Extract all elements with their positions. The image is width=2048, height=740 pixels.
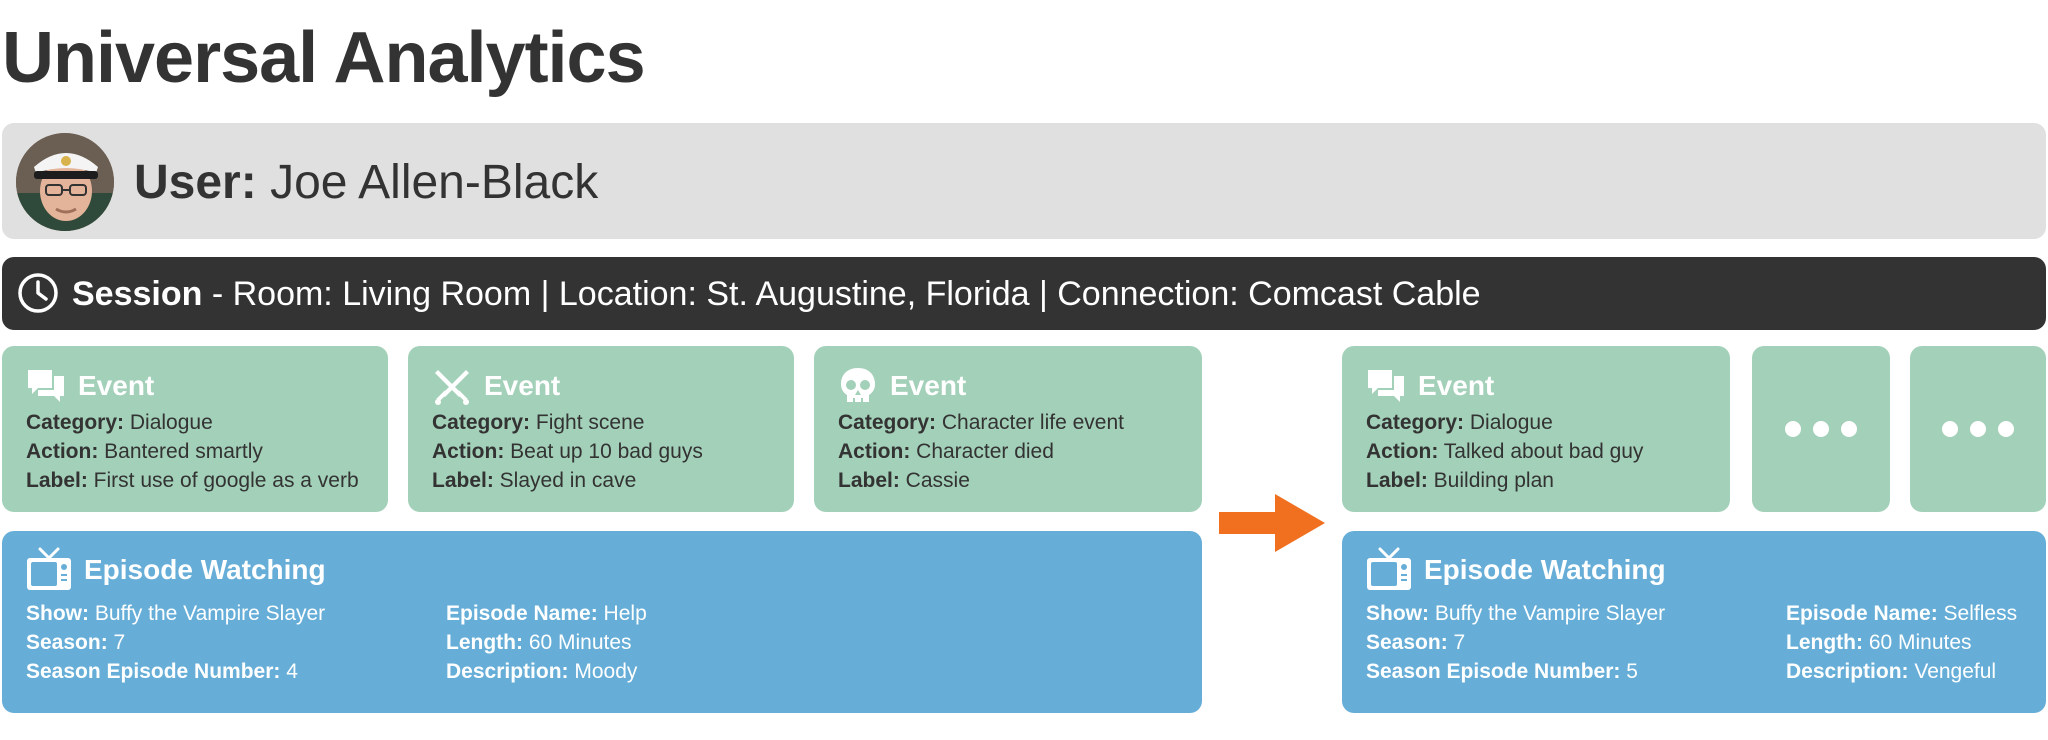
user-label: User:	[134, 156, 257, 209]
field-key: Label:	[1366, 469, 1428, 492]
field-key: Action:	[838, 440, 911, 463]
field-key: Length:	[1786, 631, 1863, 654]
field-value: Buffy the Vampire Slayer	[89, 602, 326, 625]
event-title: Event	[78, 370, 155, 401]
avatar	[16, 133, 114, 231]
field-value: Dialogue	[124, 411, 213, 434]
field-value: 5	[1620, 660, 1638, 683]
field-key: Season:	[1366, 631, 1448, 654]
field-value: Cassie	[899, 469, 970, 492]
session-bar: Session - Room: Living Room | Location: …	[2, 257, 2046, 330]
user-name: Joe Allen-Black	[270, 156, 599, 209]
field-value: Character life event	[936, 411, 1124, 434]
speech-bubbles-icon	[26, 366, 66, 406]
field-key: Season:	[26, 631, 108, 654]
arrow-right-icon	[1219, 494, 1325, 557]
speech-bubbles-icon	[1366, 366, 1406, 406]
field-key: Action:	[26, 440, 99, 463]
field-key: Season Episode Number:	[1366, 660, 1621, 683]
field-value: Selfless	[1937, 602, 2018, 625]
field-value: 4	[280, 660, 298, 683]
event-title: Event	[484, 370, 561, 401]
field-key: Category:	[26, 411, 125, 434]
crossed-swords-icon	[432, 366, 472, 406]
episode-title: Episode Watching	[1424, 554, 1666, 585]
event-card-1: Event Category: Dialogue Action: Bantere…	[2, 346, 388, 512]
field-key: Show:	[26, 602, 89, 625]
field-value: Bantered smartly	[98, 440, 263, 463]
field-value: Slayed in cave	[493, 469, 637, 492]
ellipsis-icon	[1752, 346, 1890, 512]
episode-card-1: Episode Watching Show: Buffy the Vampire…	[2, 531, 1202, 713]
field-key: Category:	[1366, 411, 1465, 434]
field-key: Episode Name:	[1786, 602, 1938, 625]
user-bar: User: Joe Allen-Black	[2, 123, 2046, 239]
tv-icon	[1366, 547, 1412, 593]
field-value: 60 Minutes	[522, 631, 632, 654]
event-card-3: Event Category: Character life event Act…	[814, 346, 1202, 512]
field-value: Help	[597, 602, 647, 625]
field-value: Vengeful	[1908, 660, 1997, 683]
field-value: 7	[107, 631, 126, 654]
field-key: Label:	[26, 469, 88, 492]
field-key: Label:	[432, 469, 494, 492]
field-key: Description:	[1786, 660, 1909, 683]
episode-card-2: Episode Watching Show: Buffy the Vampire…	[1342, 531, 2046, 713]
field-value: Dialogue	[1464, 411, 1553, 434]
session-text: Session - Room: Living Room | Location: …	[72, 273, 1481, 315]
field-value: Moody	[568, 660, 638, 683]
field-value: Fight scene	[530, 411, 645, 434]
more-events-card-1	[1752, 346, 1890, 512]
field-key: Category:	[432, 411, 531, 434]
session-details: - Room: Living Room | Location: St. Augu…	[202, 275, 1481, 313]
field-value: Buffy the Vampire Slayer	[1429, 602, 1666, 625]
tv-icon	[26, 547, 72, 593]
page-title: Universal Analytics	[2, 18, 646, 98]
field-value: Beat up 10 bad guys	[504, 440, 703, 463]
field-key: Action:	[432, 440, 505, 463]
event-title: Event	[890, 370, 967, 401]
field-key: Length:	[446, 631, 523, 654]
field-value: Building plan	[1427, 469, 1554, 492]
event-title: Event	[1418, 370, 1495, 401]
user-name-line: User: Joe Allen-Black	[134, 155, 598, 211]
field-value: Character died	[910, 440, 1054, 463]
field-key: Description:	[446, 660, 569, 683]
field-key: Category:	[838, 411, 937, 434]
episode-title: Episode Watching	[84, 554, 326, 585]
session-label: Session	[72, 275, 203, 313]
skull-icon	[838, 366, 878, 406]
event-card-2: Event Category: Fight scene Action: Beat…	[408, 346, 794, 512]
field-key: Label:	[838, 469, 900, 492]
field-value: 60 Minutes	[1862, 631, 1972, 654]
field-value: Talked about bad guy	[1438, 440, 1644, 463]
field-value: 7	[1447, 631, 1466, 654]
field-key: Episode Name:	[446, 602, 598, 625]
more-events-card-2	[1910, 346, 2046, 512]
event-card-4: Event Category: Dialogue Action: Talked …	[1342, 346, 1730, 512]
ellipsis-icon	[1910, 346, 2046, 512]
field-key: Season Episode Number:	[26, 660, 281, 683]
field-key: Action:	[1366, 440, 1439, 463]
field-key: Show:	[1366, 602, 1429, 625]
field-value: First use of google as a verb	[87, 469, 359, 492]
clock-icon	[16, 271, 60, 320]
